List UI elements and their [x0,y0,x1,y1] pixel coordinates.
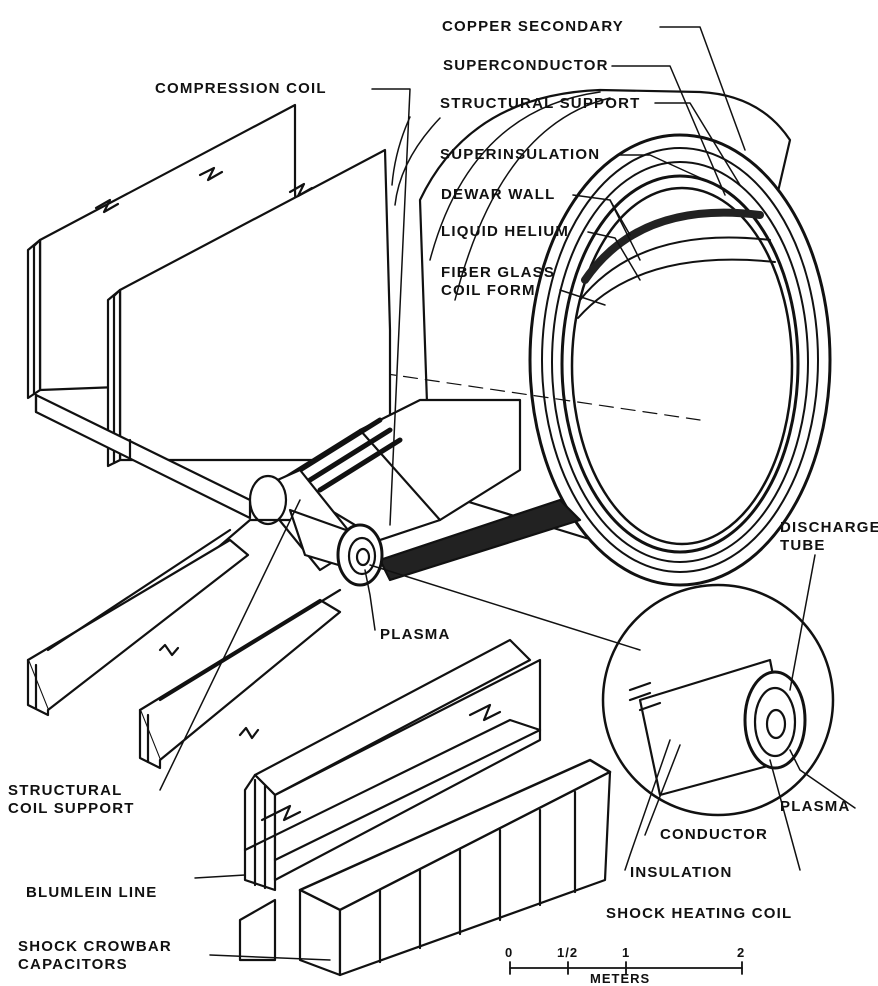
scale-tick-2: 2 [737,945,746,960]
label-shock-crowbar-capacitors: SHOCK CROWBAR CAPACITORS [18,938,172,974]
label-shock-crowbar-line2: CAPACITORS [18,956,128,973]
discharge-tube-center [178,468,384,587]
label-conductor: CONDUCTOR [660,826,769,843]
structural-coil-supports [26,528,342,770]
label-shock-crowbar-line1: SHOCK CROWBAR [18,938,172,955]
scale-tick-1: 1 [622,945,631,960]
label-insulation: INSULATION [630,864,733,881]
label-structural-coil-support-line2: COIL SUPPORT [8,800,135,817]
label-dewar-wall: DEWAR WALL [441,186,556,203]
label-superconductor: SUPERCONDUCTOR [443,57,609,74]
axis-rod [34,393,582,582]
label-plasma-detail: PLASMA [780,798,851,815]
compression-coil-panels [26,103,392,468]
label-structural-support: STRUCTURAL SUPPORT [440,95,641,112]
scale-bar [509,961,743,975]
label-liquid-helium: LIQUID HELIUM [441,223,570,240]
label-fiber-glass-line2: COIL FORM [441,282,536,299]
scale-unit: METERS [590,971,651,986]
detail-inset [369,564,835,817]
label-shock-heating-coil: SHOCK HEATING COIL [606,905,793,922]
capacitor-bank [298,758,612,977]
label-structural-coil-support-line1: STRUCTURAL [8,782,123,799]
label-fiber-glass-coil-form: FIBER GLASS COIL FORM [441,264,555,300]
label-blumlein-line: BLUMLEIN LINE [26,884,158,901]
scale-tick-0: 0 [505,945,514,960]
leader-lines [159,26,856,961]
label-structural-coil-support: STRUCTURAL COIL SUPPORT [8,782,135,818]
blumlein-line [238,638,542,962]
label-discharge-tube-line1: DISCHARGE [780,519,878,536]
label-plasma-center: PLASMA [380,626,451,643]
label-copper-secondary: COPPER SECONDARY [442,18,625,35]
label-fiber-glass-line1: FIBER GLASS [441,264,556,281]
label-discharge-tube: DISCHARGE TUBE [780,519,878,555]
scale-tick-half: 1/2 [557,945,579,960]
label-discharge-tube-line2: TUBE [780,537,826,554]
label-compression-coil: COMPRESSION COIL [155,80,327,97]
label-superinsulation: SUPERINSULATION [440,146,601,163]
